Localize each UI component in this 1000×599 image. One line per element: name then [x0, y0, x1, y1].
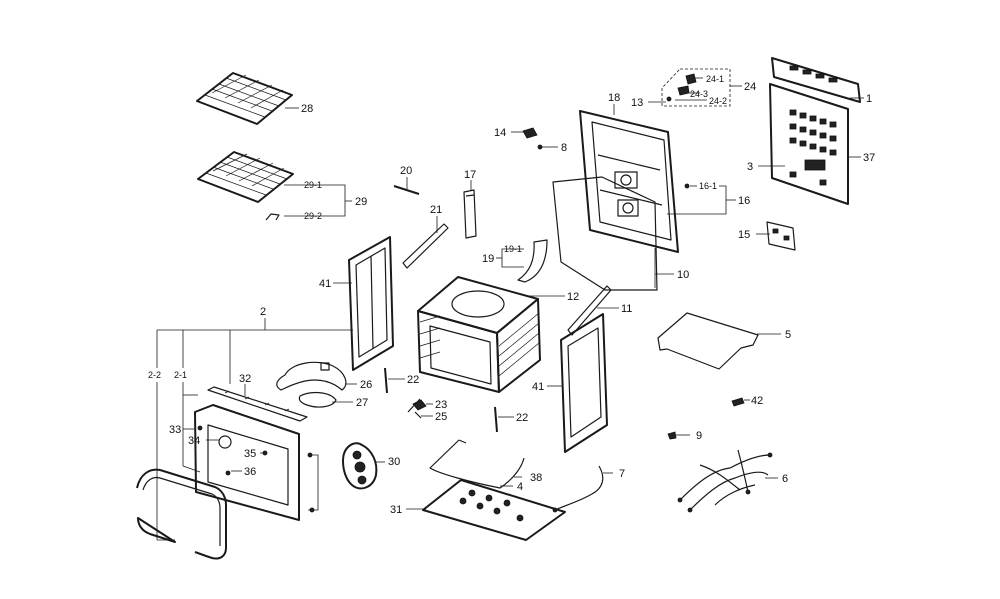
- label-12: 12: [567, 291, 579, 303]
- label-29: 29: [355, 196, 367, 208]
- bottom-pan-31: [422, 479, 566, 541]
- clip-14: [522, 127, 538, 139]
- door-gasket-2-2: [136, 468, 227, 560]
- label-18: 18: [608, 92, 620, 104]
- label-27: 27: [356, 397, 368, 409]
- label-9: 9: [696, 430, 702, 442]
- door-frame-41-right: [560, 313, 608, 453]
- door-inner-panel: [194, 404, 315, 521]
- bar-21: [402, 223, 449, 269]
- label-22-left: 22: [407, 374, 419, 386]
- label-41-left: 41: [319, 278, 331, 290]
- screw-8: [537, 144, 543, 150]
- oven-cavity: [417, 276, 541, 393]
- label-19: 19: [482, 253, 494, 265]
- label-31: 31: [390, 504, 402, 516]
- collar-26: [276, 361, 347, 391]
- back-panel-1: [771, 57, 861, 103]
- label-34: 34: [188, 435, 200, 447]
- element-30: [342, 442, 378, 490]
- oven-rack-29-1: [197, 151, 294, 203]
- label-29-2: 29-2: [304, 211, 322, 221]
- rear-panel-18: [579, 110, 679, 253]
- label-5: 5: [785, 329, 791, 341]
- label-33: 33: [169, 424, 181, 436]
- label-19-1: 19-1: [504, 244, 522, 254]
- insulation-19-1: [517, 239, 548, 283]
- vent-strip-32: [207, 386, 308, 422]
- label-41-right: 41: [532, 381, 544, 393]
- label-3: 3: [747, 161, 753, 173]
- label-4: 4: [517, 481, 523, 493]
- label-23: 23: [435, 399, 447, 411]
- label-24-1: 24-1: [706, 74, 724, 84]
- label-32: 32: [239, 373, 251, 385]
- label-16-1: 16-1: [699, 181, 717, 191]
- label-15: 15: [738, 229, 750, 241]
- label-20: 20: [400, 165, 412, 177]
- label-30: 30: [388, 456, 400, 468]
- rack-clip-29-2: [265, 213, 280, 221]
- control-board-15: [766, 221, 796, 251]
- label-38: 38: [530, 472, 542, 484]
- label-35: 35: [244, 448, 256, 460]
- label-1: 1: [866, 93, 872, 105]
- insulation-panel-5: [657, 312, 759, 370]
- label-24-2: 24-2: [709, 96, 727, 106]
- label-10: 10: [677, 269, 689, 281]
- wire-harness-6: [677, 449, 773, 513]
- wire-7: [552, 465, 604, 513]
- label-8: 8: [561, 142, 567, 154]
- label-7: 7: [619, 468, 625, 480]
- label-22-right: 22: [516, 412, 528, 424]
- bracket-22-left: [384, 367, 388, 394]
- label-11: 11: [621, 303, 632, 315]
- label-14: 14: [494, 127, 506, 139]
- rod-20: [393, 185, 420, 195]
- label-2-2: 2-2: [148, 370, 161, 380]
- label-16: 16: [738, 195, 750, 207]
- latch-25: [414, 411, 422, 419]
- label-21: 21: [430, 204, 442, 216]
- label-6: 6: [782, 473, 788, 485]
- label-42: 42: [751, 395, 763, 407]
- label-17: 17: [464, 169, 476, 181]
- label-36: 36: [244, 466, 256, 478]
- duct-17: [463, 189, 477, 239]
- clip-42: [731, 397, 745, 407]
- label-2-1: 2-1: [174, 370, 187, 380]
- part-group-24: [661, 68, 731, 107]
- latch-23: [407, 398, 427, 413]
- label-24: 24: [744, 81, 756, 93]
- insulation-sheet-10: [552, 176, 658, 291]
- label-2: 2: [260, 306, 266, 318]
- heater-4: [429, 439, 525, 489]
- label-13: 13: [631, 97, 643, 109]
- back-panel-37: [769, 83, 849, 205]
- label-37: 37: [863, 152, 875, 164]
- clip-9: [667, 431, 677, 440]
- bracket-22-right: [494, 406, 498, 433]
- label-26: 26: [360, 379, 372, 391]
- label-29-1: 29-1: [304, 180, 322, 190]
- label-25: 25: [435, 411, 447, 423]
- label-24-3: 24-3: [690, 89, 708, 99]
- screw-33: [197, 425, 203, 431]
- sensor-16-1: [684, 183, 690, 189]
- door-frame-41-left: [348, 236, 394, 371]
- label-28: 28: [301, 103, 313, 115]
- oven-rack-28: [196, 72, 293, 125]
- collar-27: [298, 391, 337, 408]
